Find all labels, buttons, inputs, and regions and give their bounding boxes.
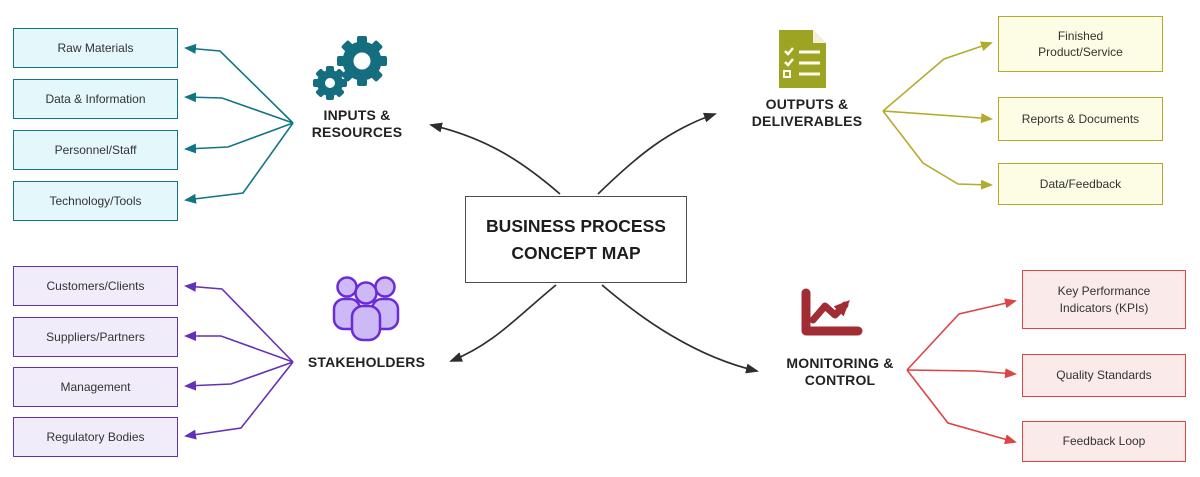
monitoring-connectors	[906, 298, 1017, 445]
connector-line	[184, 281, 294, 363]
connector-line	[184, 122, 294, 204]
node-data-information: Data & Information	[13, 79, 178, 119]
stakeholders-connectors	[184, 281, 294, 440]
center-arrows	[429, 112, 759, 374]
outputs-connectors	[882, 41, 993, 190]
inputs-connectors	[184, 43, 294, 204]
connector-line	[184, 331, 294, 363]
node-personnel-staff: Personnel/Staff	[13, 130, 178, 170]
node-data-feedback: Data/Feedback	[998, 163, 1163, 205]
node-kpis: Key Performance Indicators (KPIs)	[1022, 270, 1186, 329]
node-reports-documents: Reports & Documents	[998, 97, 1163, 141]
connector-line	[882, 41, 993, 112]
node-suppliers-partners: Suppliers/Partners	[13, 317, 178, 357]
arrow-to-monitoring	[601, 284, 759, 374]
connector-line	[184, 43, 294, 124]
node-management: Management	[13, 367, 178, 407]
connector-line	[184, 122, 294, 154]
outputs-branch-label: OUTPUTS & DELIVERABLES	[751, 96, 863, 129]
connector-line	[906, 368, 1017, 379]
monitoring-branch-label: MONITORING & CONTROL	[786, 355, 894, 388]
connector-line	[882, 110, 993, 190]
connector-line	[906, 369, 1017, 445]
arrow-to-inputs	[429, 122, 561, 195]
connector-line	[184, 361, 294, 391]
connector-line	[882, 110, 993, 124]
checklist-document-icon	[779, 30, 826, 88]
node-customers-clients: Customers/Clients	[13, 266, 178, 306]
connector-line	[184, 361, 294, 440]
node-raw-materials: Raw Materials	[13, 28, 178, 68]
trend-chart-icon	[801, 288, 863, 336]
node-technology-tools: Technology/Tools	[13, 181, 178, 221]
connector-line	[906, 298, 1017, 371]
node-feedback-loop: Feedback Loop	[1022, 421, 1186, 462]
inputs-branch-label: INPUTS & RESOURCES	[311, 107, 403, 140]
people-group-icon	[332, 276, 400, 342]
node-finished-product-service: Finished Product/Service	[998, 16, 1163, 72]
node-regulatory-bodies: Regulatory Bodies	[13, 417, 178, 457]
arrow-to-stakeholders	[449, 284, 557, 362]
center-title-node: BUSINESS PROCESS CONCEPT MAP	[465, 196, 687, 283]
page-title: BUSINESS PROCESS CONCEPT MAP	[486, 216, 666, 263]
stakeholders-branch-label: STAKEHOLDERS	[307, 354, 426, 370]
node-quality-standards: Quality Standards	[1022, 354, 1186, 397]
connector-line	[184, 92, 294, 124]
gears-icon	[313, 36, 387, 100]
arrow-to-outputs	[597, 112, 717, 195]
